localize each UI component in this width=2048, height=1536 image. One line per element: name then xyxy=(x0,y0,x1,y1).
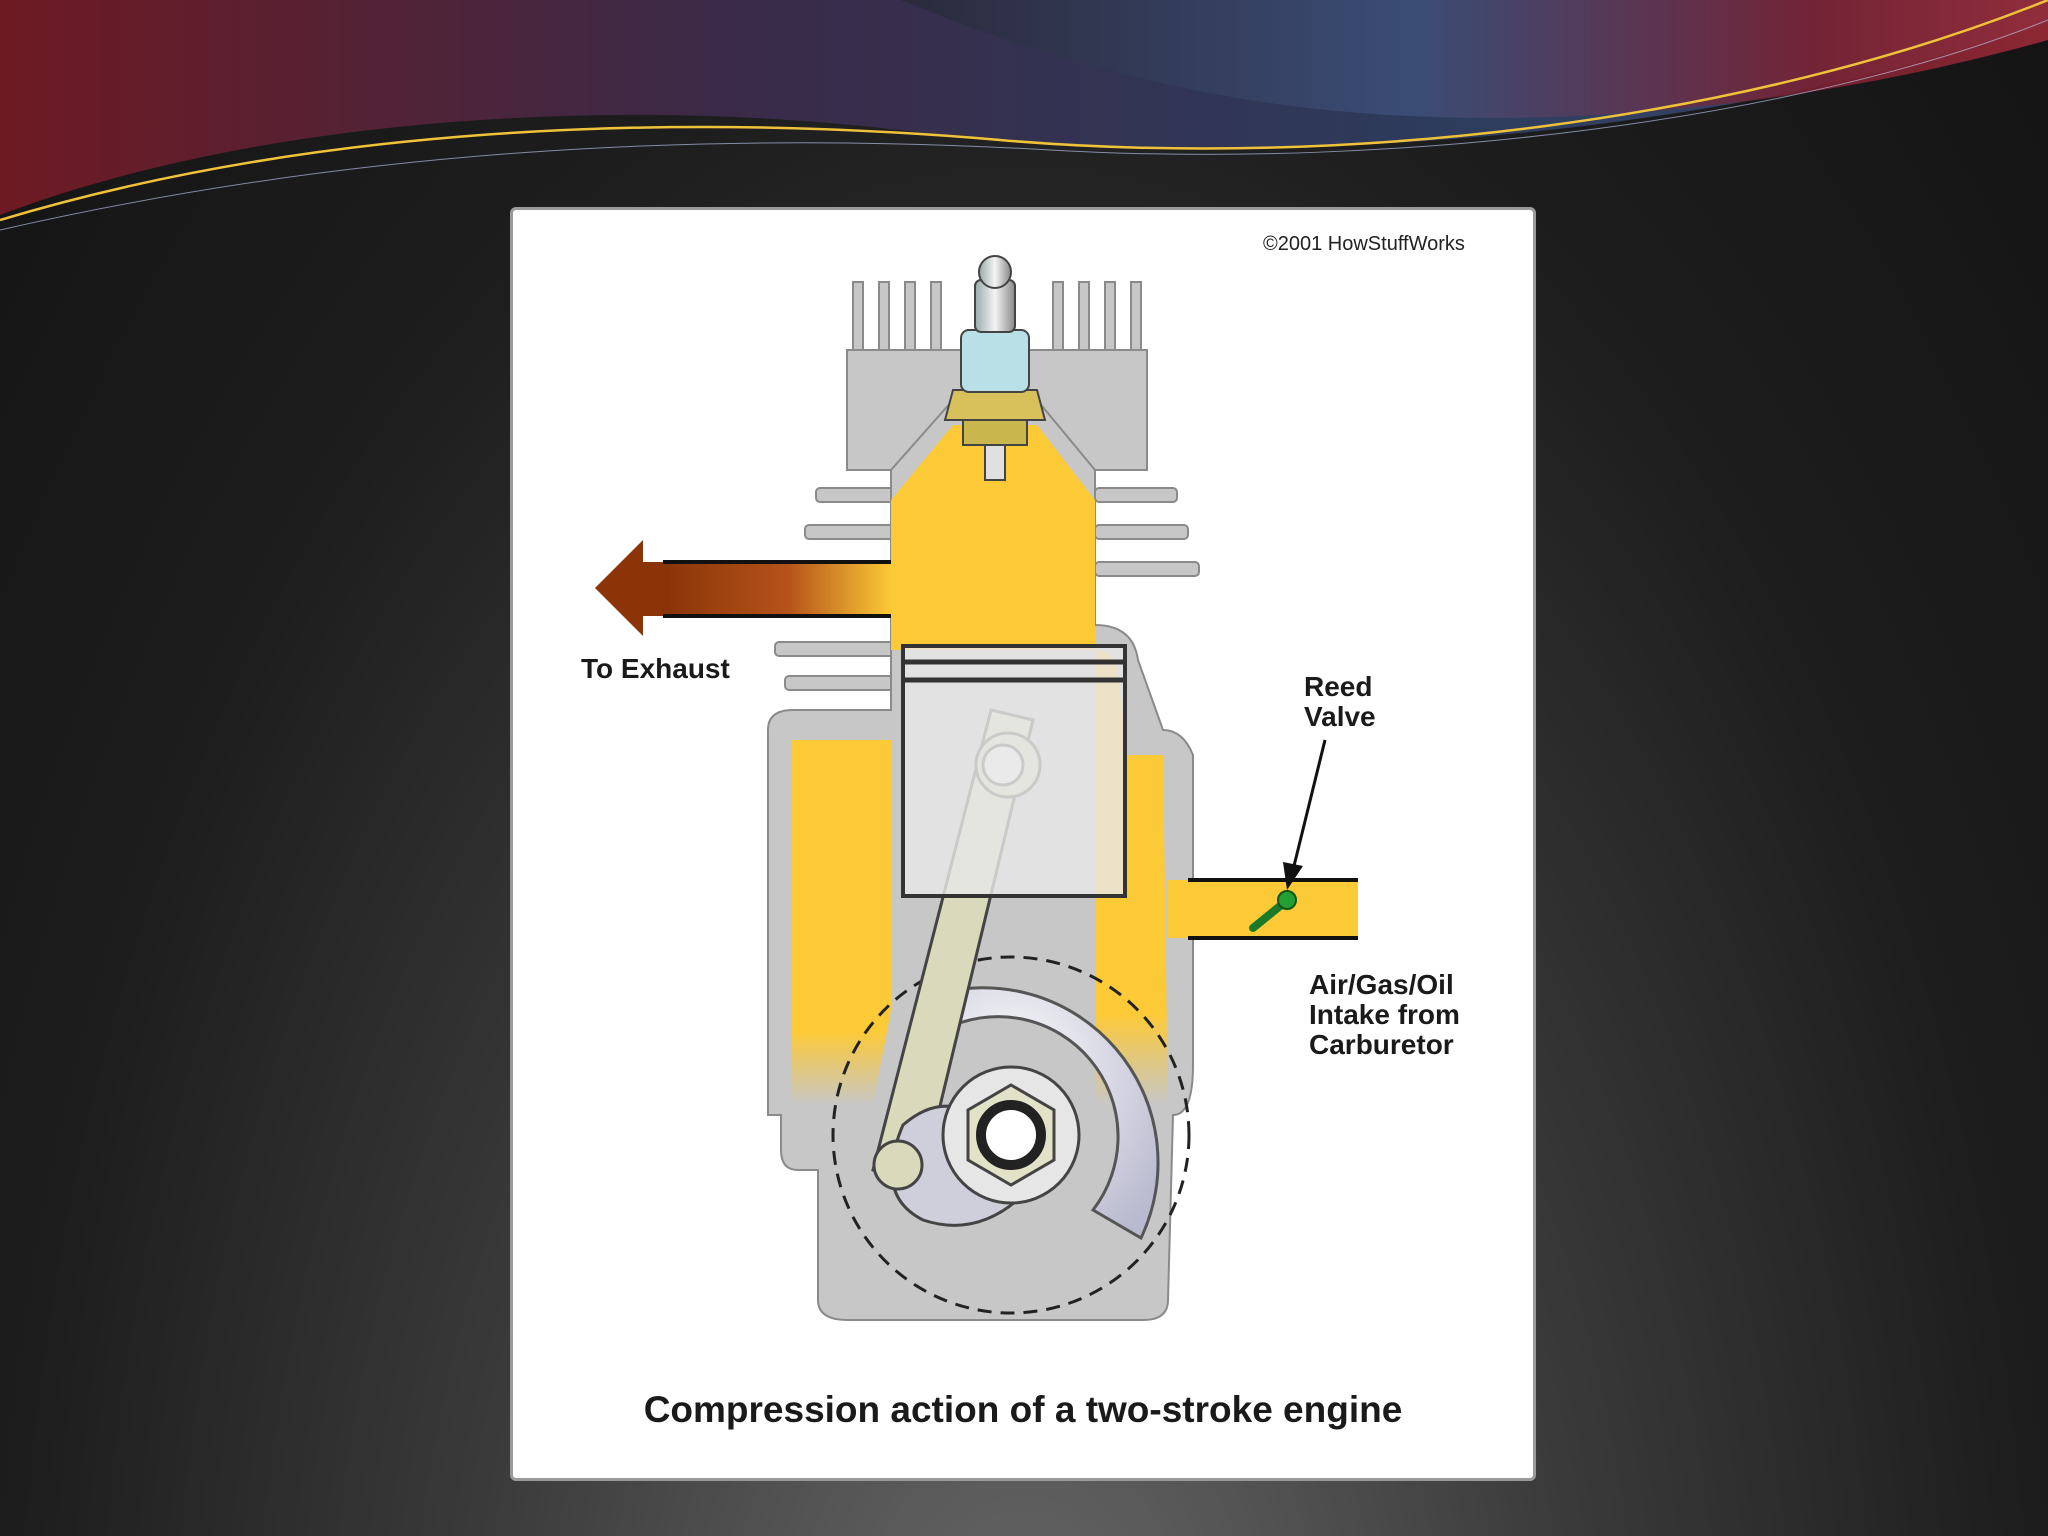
spark-plug xyxy=(943,255,1047,481)
copyright-notice: ©2001 HowStuffWorks xyxy=(1263,233,1465,255)
engine-diagram-card: ©2001 HowStuffWorks To Exhaust Reed Valv… xyxy=(510,207,1536,1481)
exhaust-arrow xyxy=(595,540,891,636)
piston xyxy=(901,644,1127,898)
crank-pin xyxy=(872,1139,924,1191)
reed-valve xyxy=(1249,890,1297,932)
decorative-wave-banner xyxy=(0,0,2048,231)
crankshaft-hub xyxy=(941,1065,1081,1205)
two-stroke-engine-diagram xyxy=(595,255,1358,1321)
crank-counterweight xyxy=(931,986,1160,1241)
intake-label: Air/Gas/Oil Intake from Carburetor xyxy=(1309,969,1460,1061)
crank-path-dashed xyxy=(831,955,1191,1315)
reed-valve-label: Reed Valve xyxy=(1304,671,1376,733)
diagram-caption: Compression action of a two-stroke engin… xyxy=(643,1389,1403,1430)
intake-pipe xyxy=(1188,878,1358,940)
reed-valve-pointer xyxy=(1283,739,1327,890)
exhaust-label: To Exhaust xyxy=(581,653,730,684)
